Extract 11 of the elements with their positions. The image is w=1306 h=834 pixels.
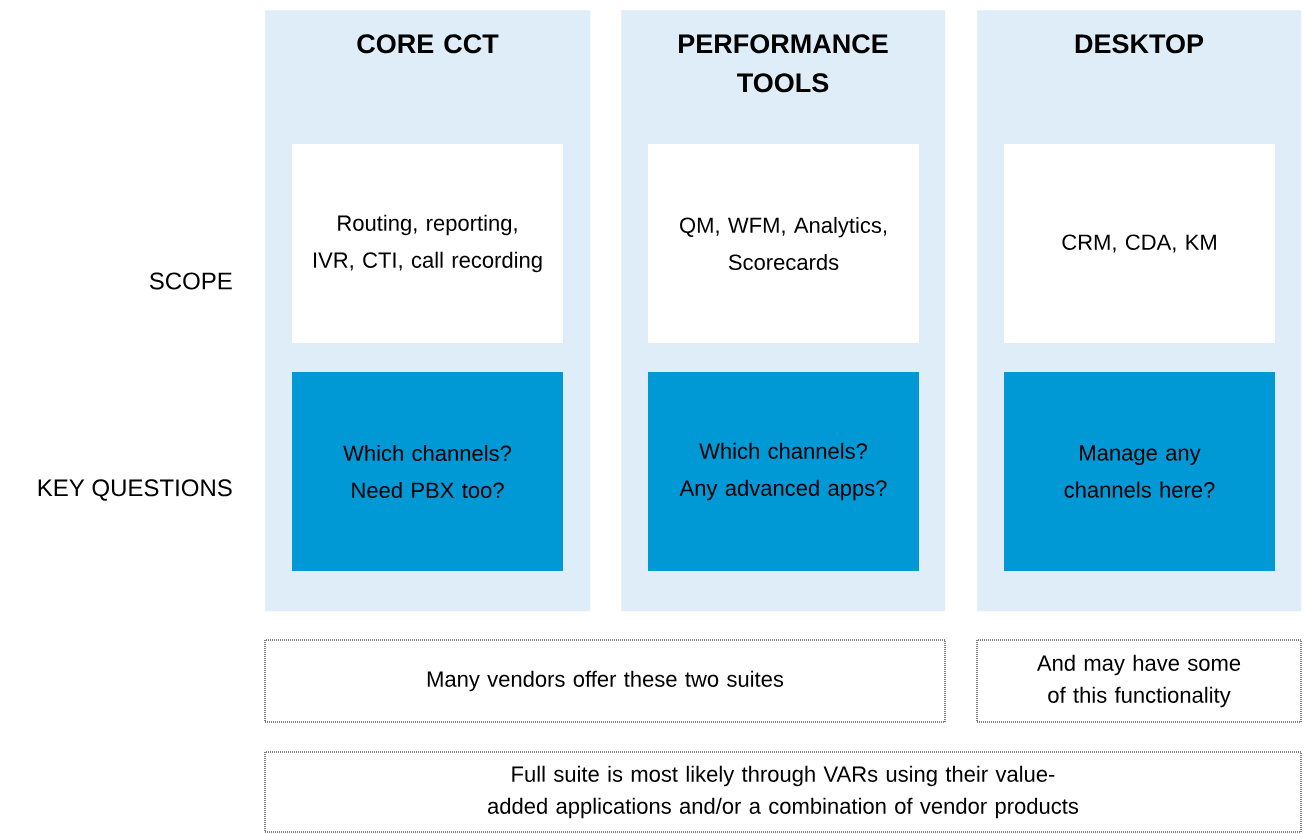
row-label: SCOPE <box>149 272 232 290</box>
question-box: Which channels? Need PBX too? <box>292 372 563 571</box>
row-label: KEY QUESTIONS <box>38 479 232 501</box>
question-box: Which channels? Any advanced apps? <box>648 372 919 571</box>
question-box: Manage any channels here? <box>1004 372 1275 571</box>
scope-box: Routing, reporting, IVR, CTI, call recording <box>292 144 563 343</box>
scope-box: CRM, CDA, KM <box>1004 144 1275 343</box>
note-box: Many vendors offer these two suites <box>264 639 946 723</box>
note-box: And may have some of this functionality <box>976 639 1302 723</box>
scope-box: QM, WFM, Analytics, Scorecards <box>648 144 919 343</box>
note-box: Full suite is most likely through VARs using their value-added applications and/or a combination of vendor products <box>264 751 1302 833</box>
